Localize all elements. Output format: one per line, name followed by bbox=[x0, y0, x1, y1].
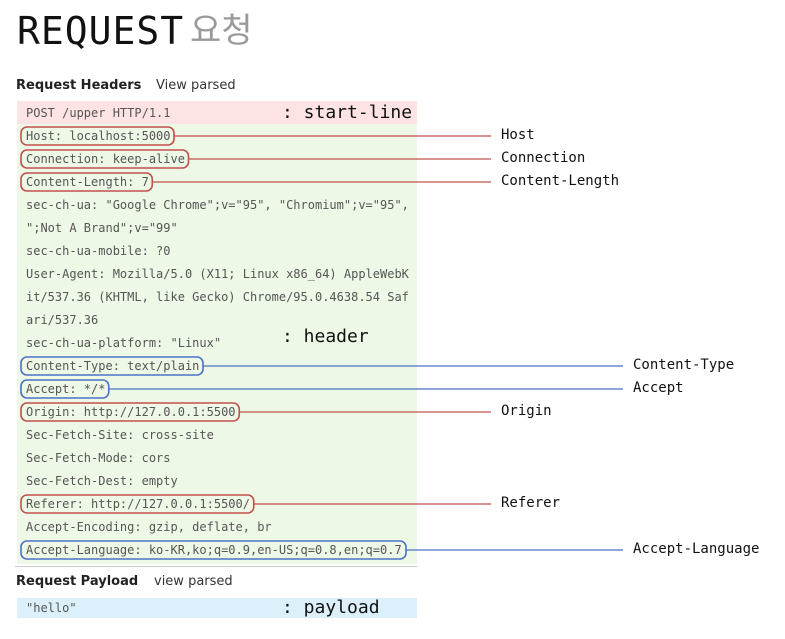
header-line: Host: localhost:5000 bbox=[26, 129, 171, 143]
callout-label: Origin bbox=[501, 403, 552, 419]
request-headers-label: Request Headers bbox=[16, 78, 142, 93]
callout-label: Accept-Language bbox=[633, 541, 760, 557]
header-line: Sec-Fetch-Site: cross-site bbox=[26, 428, 214, 442]
callout-box bbox=[20, 356, 204, 376]
header-line: sec-ch-ua-mobile: ?0 bbox=[26, 244, 171, 258]
header-line: it/537.36 (KHTML, like Gecko) Chrome/95.… bbox=[26, 290, 409, 304]
view-parsed-headers-toggle[interactable]: View parsed bbox=[156, 78, 236, 93]
headers-panel bbox=[17, 124, 417, 564]
callout-box bbox=[20, 126, 175, 146]
callout-box bbox=[20, 494, 255, 514]
header-line: sec-ch-ua: "Google Chrome";v="95", "Chro… bbox=[26, 198, 409, 212]
callout-label: Accept bbox=[633, 380, 684, 396]
payload-panel bbox=[17, 598, 417, 618]
header-line: Sec-Fetch-Mode: cors bbox=[26, 451, 171, 465]
header-line: User-Agent: Mozilla/5.0 (X11; Linux x86_… bbox=[26, 267, 409, 281]
payload-tag: : payload bbox=[282, 597, 380, 618]
header-line: Accept-Language: ko-KR,ko;q=0.9,en-US;q=… bbox=[26, 543, 402, 557]
callout-label: Referer bbox=[501, 495, 561, 511]
callout-label: Content-Type bbox=[633, 357, 735, 373]
request-payload-label: Request Payload bbox=[16, 574, 139, 589]
callout-box bbox=[20, 172, 154, 192]
header-line: ari/537.36 bbox=[26, 313, 99, 327]
header-line: Origin: http://127.0.0.1:5500 bbox=[26, 405, 236, 419]
callout-label: Content-Length bbox=[501, 173, 620, 189]
section-divider bbox=[15, 566, 417, 567]
callout-box bbox=[20, 149, 190, 169]
header-line: Accept: */* bbox=[26, 382, 106, 396]
callout-label: Host bbox=[501, 127, 535, 143]
header-line: ";Not A Brand";v="99" bbox=[26, 221, 178, 235]
header-line: Referer: http://127.0.0.1:5500/ bbox=[26, 497, 250, 511]
header-line: sec-ch-ua-platform: "Linux" bbox=[26, 336, 222, 350]
header-line: Sec-Fetch-Dest: empty bbox=[26, 474, 178, 488]
start-line-tag: : start-line bbox=[282, 102, 413, 123]
header-line: Connection: keep-alive bbox=[26, 152, 185, 166]
callout-box bbox=[20, 379, 110, 399]
start-line-text: POST /upper HTTP/1.1 bbox=[26, 106, 171, 120]
start-line-panel bbox=[17, 101, 417, 124]
callout-box bbox=[20, 540, 407, 560]
header-line: Accept-Encoding: gzip, deflate, br bbox=[26, 520, 272, 534]
callout-label: Connection bbox=[501, 150, 586, 166]
page-title-korean: 요청 bbox=[190, 11, 253, 51]
view-parsed-payload-toggle[interactable]: view parsed bbox=[154, 574, 233, 589]
header-tag: : header bbox=[282, 326, 369, 347]
header-line: Content-Type: text/plain bbox=[26, 359, 200, 373]
page-title: REQUEST bbox=[17, 9, 185, 53]
callout-box bbox=[20, 402, 241, 422]
header-line: Content-Length: 7 bbox=[26, 175, 149, 189]
payload-body: "hello" bbox=[26, 601, 77, 615]
